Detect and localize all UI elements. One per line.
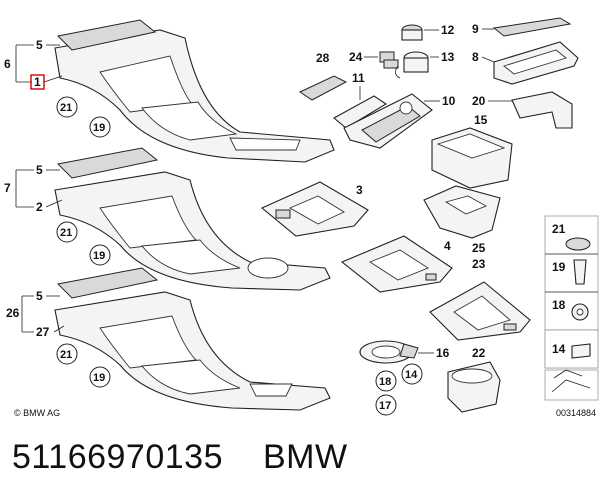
callout-25: 25 — [472, 241, 486, 255]
legend-19-clip-icon — [573, 259, 587, 285]
part-22-cup-holder: 22 — [447, 346, 501, 413]
part-8-9-storage-tray: 9 8 — [472, 17, 579, 85]
legend-label-14: 14 — [552, 342, 566, 356]
callout-2: 2 — [36, 200, 43, 214]
part-15-storage-box: 15 — [431, 113, 513, 189]
callout-3: 3 — [356, 183, 363, 197]
callout-1: 1 — [34, 75, 41, 89]
callout-20: 20 — [472, 94, 486, 108]
callout-28: 28 — [316, 51, 330, 65]
diagram-id: 00314884 — [556, 408, 596, 418]
callout-21c: 21 — [60, 349, 72, 361]
callout-11: 11 — [352, 71, 365, 85]
callout-19c: 19 — [93, 372, 105, 384]
callout-5c: 5 — [36, 289, 43, 303]
callout-16: 16 — [436, 346, 450, 360]
callout-27: 27 — [36, 325, 50, 339]
callout-10: 10 — [442, 94, 456, 108]
part-20-bracket: 20 — [472, 91, 573, 129]
legend-14-clamp-icon — [571, 343, 591, 359]
part-4-shifter-trim: 4 — [340, 235, 453, 293]
legend-21-plug-icon — [565, 237, 591, 251]
part-25-selector-housing: 25 — [423, 185, 501, 255]
part-28-cover-pad: 28 — [298, 51, 348, 101]
legend-label-18: 18 — [552, 298, 566, 312]
part-number: 51166970135 — [12, 438, 223, 476]
callout-21b: 21 — [60, 227, 72, 239]
left-circled-callouts: 21 19 21 19 21 19 — [56, 96, 111, 388]
callout-18: 18 — [379, 376, 391, 388]
part-3-shifter-trim: 3 — [260, 181, 369, 237]
callout-6: 6 — [4, 57, 11, 71]
callout-13: 13 — [441, 50, 455, 64]
center-console-trim-bottom — [54, 267, 331, 411]
callout-24: 24 — [349, 50, 363, 64]
callout-14: 14 — [405, 369, 418, 381]
center-console-trim-middle — [54, 147, 331, 291]
parts-exploded-diagram: 6 5 1 7 5 2 26 5 27 21 19 21 19 21 19 — [4, 17, 599, 418]
callout-5a: 5 — [36, 38, 43, 52]
brand-name: BMW — [262, 438, 348, 476]
callout-8: 8 — [472, 50, 479, 64]
callout-15: 15 — [474, 113, 488, 127]
copyright-notice: © BMW AG — [14, 408, 60, 418]
caption-bar: 51166970135 BMW — [12, 438, 348, 488]
callout-19b: 19 — [93, 250, 105, 262]
callout-17: 17 — [379, 400, 391, 412]
callout-4: 4 — [444, 239, 451, 253]
legend-label-21: 21 — [552, 222, 566, 236]
legend-label-19: 19 — [552, 260, 566, 274]
callout-7: 7 — [4, 181, 11, 195]
callout-9: 9 — [472, 22, 479, 36]
part-16-ring-bracket: 16 14 18 17 — [359, 340, 450, 416]
part-24-12-13-sockets: 24 12 13 — [349, 23, 455, 79]
part-23-shifter-trim: 23 — [429, 257, 531, 341]
callout-12: 12 — [441, 23, 455, 37]
part-10-11-switch-panel: 11 10 — [333, 71, 456, 149]
legend-arrow-icon — [551, 379, 591, 393]
callout-21a: 21 — [60, 102, 72, 114]
hardware-legend: 21 19 18 17 14 — [544, 215, 599, 401]
callout-22: 22 — [472, 346, 486, 360]
left-callouts: 6 5 1 7 5 2 26 5 27 — [4, 38, 65, 339]
callout-19a: 19 — [93, 122, 105, 134]
callout-26: 26 — [6, 306, 20, 320]
center-console-trim-top — [54, 19, 335, 163]
callout-5b: 5 — [36, 163, 43, 177]
callout-23: 23 — [472, 257, 486, 271]
